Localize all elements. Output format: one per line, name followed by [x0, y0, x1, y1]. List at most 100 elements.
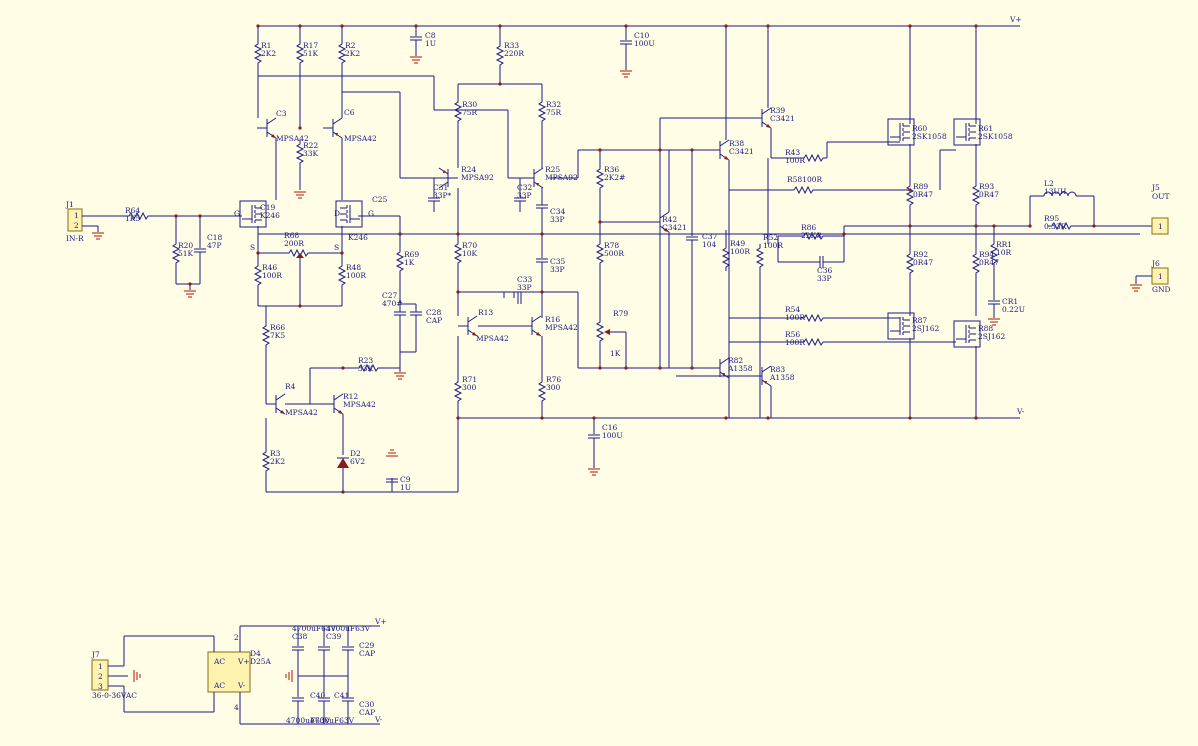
label-r33: R33	[504, 41, 519, 50]
label-c38: C38	[292, 632, 308, 641]
label-c8: C8	[425, 31, 436, 40]
label-d4: D4	[250, 649, 261, 658]
label-mpsa42b: MPSA42	[344, 134, 377, 143]
label-r49: 100R	[730, 247, 750, 256]
svg-text:J6: J6	[1151, 259, 1160, 268]
label-r39: C3421	[770, 114, 795, 123]
label-r69: R69	[404, 250, 419, 259]
label-r87: R87	[912, 316, 927, 325]
label-r61: 2SK1058	[978, 132, 1013, 141]
label-c31: C31	[433, 183, 448, 192]
svg-text:1: 1	[1158, 222, 1163, 231]
label-psvm: V-	[374, 715, 383, 724]
label-r83: A1358	[769, 373, 795, 382]
label-psvp: V+	[374, 617, 387, 626]
svg-text:2: 2	[98, 672, 103, 681]
label-r12: R12	[343, 392, 358, 401]
label-c10: C10	[634, 31, 650, 40]
input-network	[172, 214, 207, 298]
label-r38: C3421	[729, 147, 754, 156]
label-c36: C36	[817, 266, 833, 275]
label-c8: 1U	[425, 39, 436, 48]
input-stage	[254, 24, 448, 200]
label-ac2: AC	[213, 681, 225, 690]
label-c9: C9	[400, 475, 411, 484]
svg-text:J5: J5	[1151, 183, 1160, 192]
label-r22: R22	[303, 141, 318, 150]
label-vm: V-	[237, 681, 246, 690]
label-c28: CAP	[426, 316, 442, 325]
label-r54: R54	[785, 305, 800, 314]
label-r66: R66	[270, 323, 285, 332]
label-r12: MPSA42	[343, 400, 376, 409]
label-r94: 0R47	[979, 258, 999, 267]
label-r24: MPSA92	[461, 173, 494, 182]
label-c40v: 4700uF63V	[286, 716, 331, 725]
label-r30: R30	[462, 100, 477, 109]
label-c39: C39	[326, 632, 342, 641]
svg-text:IN-R: IN-R	[66, 234, 84, 243]
label-r36: R36	[604, 165, 619, 174]
label-d2: 6V2	[350, 457, 365, 466]
label-c35: C35	[550, 257, 566, 266]
label-c28: C28	[426, 308, 442, 317]
label-r17: R17	[303, 41, 318, 50]
label-r61: R61	[978, 124, 993, 133]
label-r2: 2K2	[345, 49, 360, 58]
label-r43: R43	[785, 148, 800, 157]
label-c32: 33P	[517, 191, 532, 200]
label-s2: S	[334, 243, 339, 252]
bias-stage	[578, 117, 756, 370]
label-r4: R4	[285, 382, 296, 391]
label-r25: R25	[545, 165, 560, 174]
label-c30: C30	[359, 700, 375, 709]
label-c19: K246	[260, 211, 280, 220]
label-r66: 7K5	[270, 331, 285, 340]
label-r1: R1	[261, 41, 271, 50]
label-mpsa42c: MPSA42	[476, 334, 509, 343]
label-r64: 1K5	[125, 214, 140, 223]
label-r76: 300	[546, 383, 561, 392]
svg-text:V+: V+	[1009, 15, 1022, 24]
label-r30: 75R	[462, 108, 478, 117]
label-r93: R93	[979, 182, 994, 191]
driver-stage	[676, 24, 940, 420]
label-r95: R95	[1044, 214, 1059, 223]
label-r48: R48	[346, 263, 361, 272]
label-c25: C25	[372, 195, 388, 204]
svg-text:1: 1	[98, 662, 103, 671]
label-r24: R24	[461, 165, 476, 174]
label-r33: 220R	[504, 49, 524, 58]
label-c31: 33P*	[433, 191, 452, 200]
label-r3: R3	[270, 449, 281, 458]
power-supply: 1 2 3 J7 36-0-36VAC	[91, 625, 380, 725]
label-r92: 0R47	[913, 258, 933, 267]
label-c6: C6	[344, 108, 355, 117]
svg-text:J7: J7	[91, 650, 100, 659]
label-c38: 4700uF63V	[292, 624, 337, 633]
label-r36: 2K2#	[604, 173, 625, 182]
label-r70: R70	[462, 241, 477, 250]
label-r3: 2K2	[270, 457, 285, 466]
current-source	[262, 364, 459, 494]
label-r92: R92	[913, 250, 928, 259]
label-r43: 100R	[785, 156, 805, 165]
label-r49: R49	[730, 239, 745, 248]
label-r78: R78	[604, 241, 619, 250]
label-r70: 10K	[462, 249, 478, 258]
label-r32: 75R	[546, 108, 562, 117]
label-d2: D2	[350, 449, 361, 458]
label-cr1: CR1	[1002, 297, 1018, 306]
output-stage	[777, 24, 1030, 420]
label-c36: 33P	[817, 274, 832, 283]
label-d1: D	[334, 209, 340, 218]
label-r82: A1358	[727, 364, 753, 373]
label-r42: C3421	[662, 223, 687, 232]
label-d4: D25A	[250, 657, 272, 666]
label-c33: C33	[517, 275, 533, 284]
label-r16: R16	[545, 315, 560, 324]
label-r64: R64	[125, 206, 140, 215]
